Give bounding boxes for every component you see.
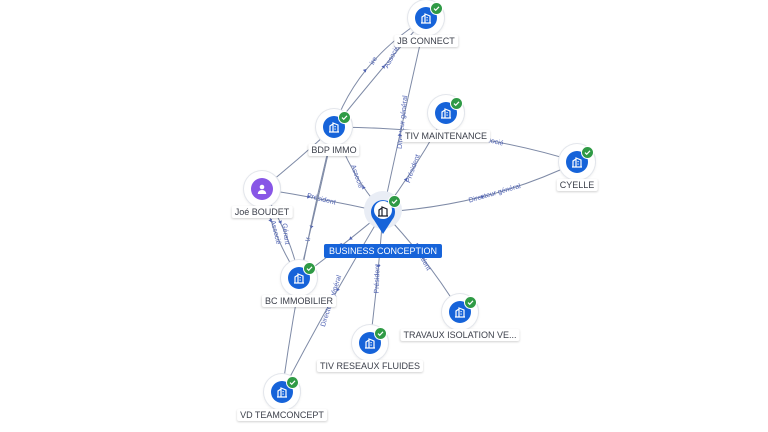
check-icon <box>286 376 299 389</box>
node-label: VD TEAMCONCEPT <box>237 409 327 421</box>
node-label: TIV RESEAUX FLUIDES <box>316 360 424 372</box>
edge-arrow-icon <box>403 177 408 182</box>
edge-arrow-icon <box>381 65 385 69</box>
edge-label: Président <box>374 264 382 294</box>
node-label: BDP IMMO <box>308 144 360 156</box>
edge-label: Associé <box>269 220 282 246</box>
edge-label: Ir <box>305 236 312 242</box>
check-icon <box>581 146 594 159</box>
edge-arrow-icon <box>307 194 311 199</box>
edge-label: Gérant <box>280 223 290 245</box>
edge-label: Président <box>306 193 336 207</box>
edge-arrow-icon <box>362 185 366 190</box>
edge-label: Associé <box>349 164 364 190</box>
edge-arrow-icon <box>349 236 353 240</box>
edge-arrow-icon <box>480 195 485 200</box>
edge-arrow-icon <box>336 287 340 292</box>
edge-arrow-icon <box>362 69 367 73</box>
node-label: BUSINESS CONCEPTION <box>323 244 443 258</box>
edge-arrow-icon <box>397 132 402 137</box>
edge-arrow-icon <box>278 220 282 224</box>
edge-bdp-immo-to-vd-teamconcept <box>281 126 335 393</box>
node-label: Joé BOUDET <box>231 206 293 218</box>
check-icon <box>338 111 351 124</box>
check-icon <box>430 2 443 15</box>
edge-business-conception-to-cyelle <box>382 161 578 213</box>
edge-arrow-icon <box>376 264 381 268</box>
edge-label: ire <box>369 56 379 66</box>
node-label: TRAVAUX ISOLATION VE... <box>400 329 520 341</box>
person-icon <box>251 178 273 200</box>
node-label: JB CONNECT <box>394 35 458 47</box>
building-icon <box>377 204 389 222</box>
node-label: TIV MAINTENANCE <box>401 130 491 142</box>
check-icon <box>388 195 401 208</box>
check-icon <box>450 97 463 110</box>
edge-label: Directeur général <box>468 183 522 205</box>
node-label: BC IMMOBILIER <box>261 295 337 307</box>
check-icon <box>464 296 477 309</box>
edge-label: Président <box>405 154 422 184</box>
check-icon <box>303 262 316 275</box>
edge-arrow-icon <box>268 218 273 223</box>
check-icon <box>374 327 387 340</box>
node-label: CYELLE <box>556 179 598 191</box>
